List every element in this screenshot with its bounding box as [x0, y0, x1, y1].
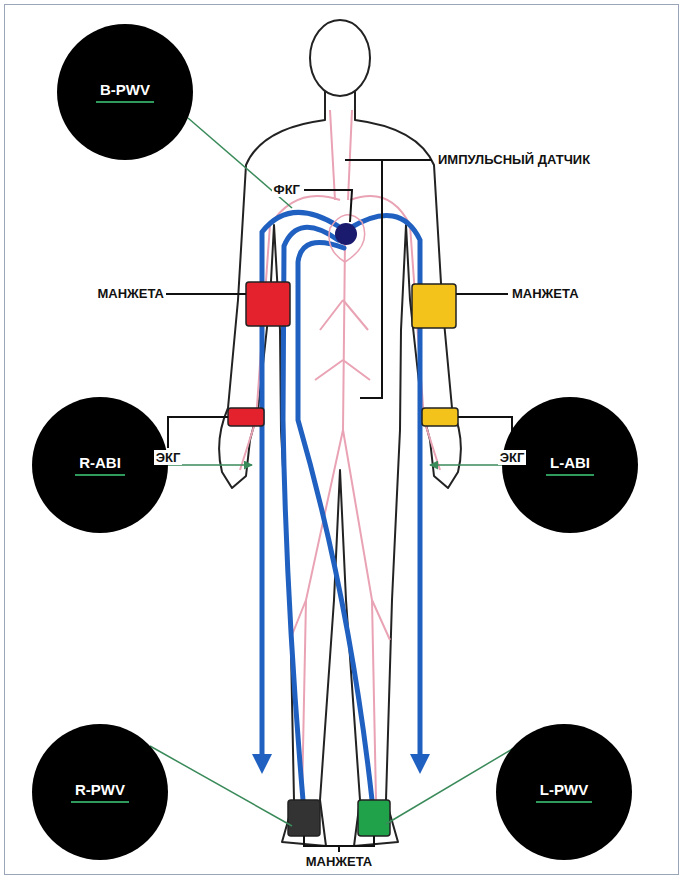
- measure-label: B-PWV: [96, 81, 154, 103]
- measure-label: R-PWV: [71, 781, 129, 803]
- part-label: МАНЖЕТА: [95, 286, 166, 301]
- measure-circle: L-ABI: [502, 397, 638, 533]
- part-label: ФКГ: [272, 182, 302, 197]
- ankle-cuff: [288, 800, 320, 836]
- part-label: МАНЖЕТА: [510, 286, 581, 301]
- measure-circle: R-PWV: [32, 724, 168, 860]
- measure-circle: B-PWV: [57, 24, 193, 160]
- measure-label: L-PWV: [536, 781, 592, 803]
- ankle-cuff: [358, 800, 390, 836]
- measure-label: R-ABI: [75, 454, 125, 476]
- ecg-clip: [422, 408, 458, 426]
- measure-circle: R-ABI: [32, 397, 168, 533]
- arm-cuff: [412, 284, 456, 328]
- part-label: МАНЖЕТА: [304, 854, 375, 869]
- measure-label: L-ABI: [546, 454, 594, 476]
- part-label: ИМПУЛЬСНЫЙ ДАТЧИК: [436, 152, 592, 167]
- arm-cuff: [246, 282, 290, 326]
- ecg-clip: [228, 408, 264, 426]
- fkg-sensor: [335, 223, 357, 245]
- part-label: ЭКГ: [154, 450, 183, 465]
- measure-circle: L-PWV: [496, 724, 632, 860]
- part-label: ЭКГ: [498, 450, 527, 465]
